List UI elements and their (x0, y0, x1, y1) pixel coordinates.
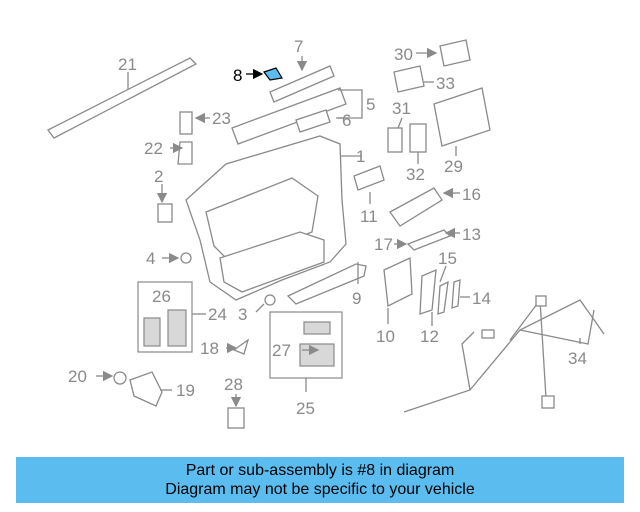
part-3-screw (255, 294, 276, 313)
callout-7: 7 (294, 37, 303, 56)
callout-16: 16 (462, 185, 481, 204)
part-16-armrest-switch (389, 187, 460, 227)
callout-11: 11 (360, 207, 378, 226)
part-24-handle-assembly (137, 281, 206, 353)
callout-31: 31 (392, 99, 411, 118)
callout-32: 32 (406, 165, 425, 184)
part-2-clip (156, 184, 173, 223)
callout-28: 28 (224, 375, 243, 394)
callout-33: 33 (436, 74, 455, 93)
part-34-wiring-harness (403, 295, 605, 413)
callout-18: 18 (200, 339, 219, 358)
part-1-door-panel (185, 135, 362, 301)
callout-6: 6 (342, 111, 351, 130)
callout-14: 14 (472, 289, 491, 308)
callout-25: 25 (296, 399, 315, 418)
part-14-clip (451, 279, 470, 309)
part-33-switch (393, 65, 434, 93)
callout-34: 34 (568, 349, 587, 368)
part-20-button (96, 370, 127, 385)
part-22-bracket (170, 141, 193, 165)
part-28-clip (227, 394, 245, 429)
callout-24: 24 (208, 305, 227, 324)
callout-27: 27 (272, 341, 291, 360)
part-29-switch-block (433, 87, 491, 156)
part-31-switch (387, 117, 403, 153)
part-19-speaker-cover (129, 371, 172, 407)
part-18-trim-piece (226, 338, 250, 355)
callout-17: 17 (374, 235, 393, 254)
callout-9: 9 (352, 289, 361, 308)
callout-26: 26 (152, 287, 171, 306)
callout-8: 8 (233, 66, 242, 85)
part-8-highlighted-clip (246, 67, 283, 81)
part-4-screw (162, 252, 192, 264)
part-11-switch-bezel (353, 165, 385, 204)
part-12-15-brackets (419, 265, 449, 326)
callout-30: 30 (394, 45, 413, 64)
callout-22: 22 (144, 139, 163, 158)
callout-5: 5 (366, 95, 375, 114)
callout-15: 15 (438, 249, 457, 268)
callout-12: 12 (420, 327, 439, 346)
banner-line-1: Part or sub-assembly is #8 in diagram (185, 462, 455, 479)
part-23-bracket (179, 111, 210, 135)
callout-13: 13 (462, 225, 481, 244)
callout-23: 23 (212, 109, 231, 128)
callout-19: 19 (176, 381, 195, 400)
callout-21: 21 (118, 55, 137, 74)
callout-20: 20 (68, 367, 87, 386)
part-10-reflector (383, 257, 413, 324)
part-5-6-switch-trim (231, 87, 363, 145)
part-32-switch (409, 123, 427, 164)
part-21-window-strip (47, 57, 198, 139)
callout-29: 29 (444, 157, 463, 176)
part-25-switch-housing (269, 311, 343, 392)
callout-3: 3 (238, 305, 247, 324)
callout-1: 1 (356, 147, 365, 166)
part-7-upper-trim (269, 56, 335, 103)
part-9-armrest-trim (286, 262, 367, 305)
part-info-banner: Part or sub-assembly is #8 in diagram Di… (16, 457, 624, 503)
part-30-switch (416, 39, 471, 67)
exploded-parts-diagram: 21 7 8 5 6 23 22 1 2 4 3 26 24 18 20 19 … (47, 37, 605, 429)
callout-10: 10 (376, 327, 395, 346)
banner-line-2: Diagram may not be specific to your vehi… (165, 481, 475, 498)
callout-4: 4 (146, 249, 155, 268)
callout-2: 2 (154, 167, 163, 186)
part-17-pull-handle (394, 229, 452, 251)
